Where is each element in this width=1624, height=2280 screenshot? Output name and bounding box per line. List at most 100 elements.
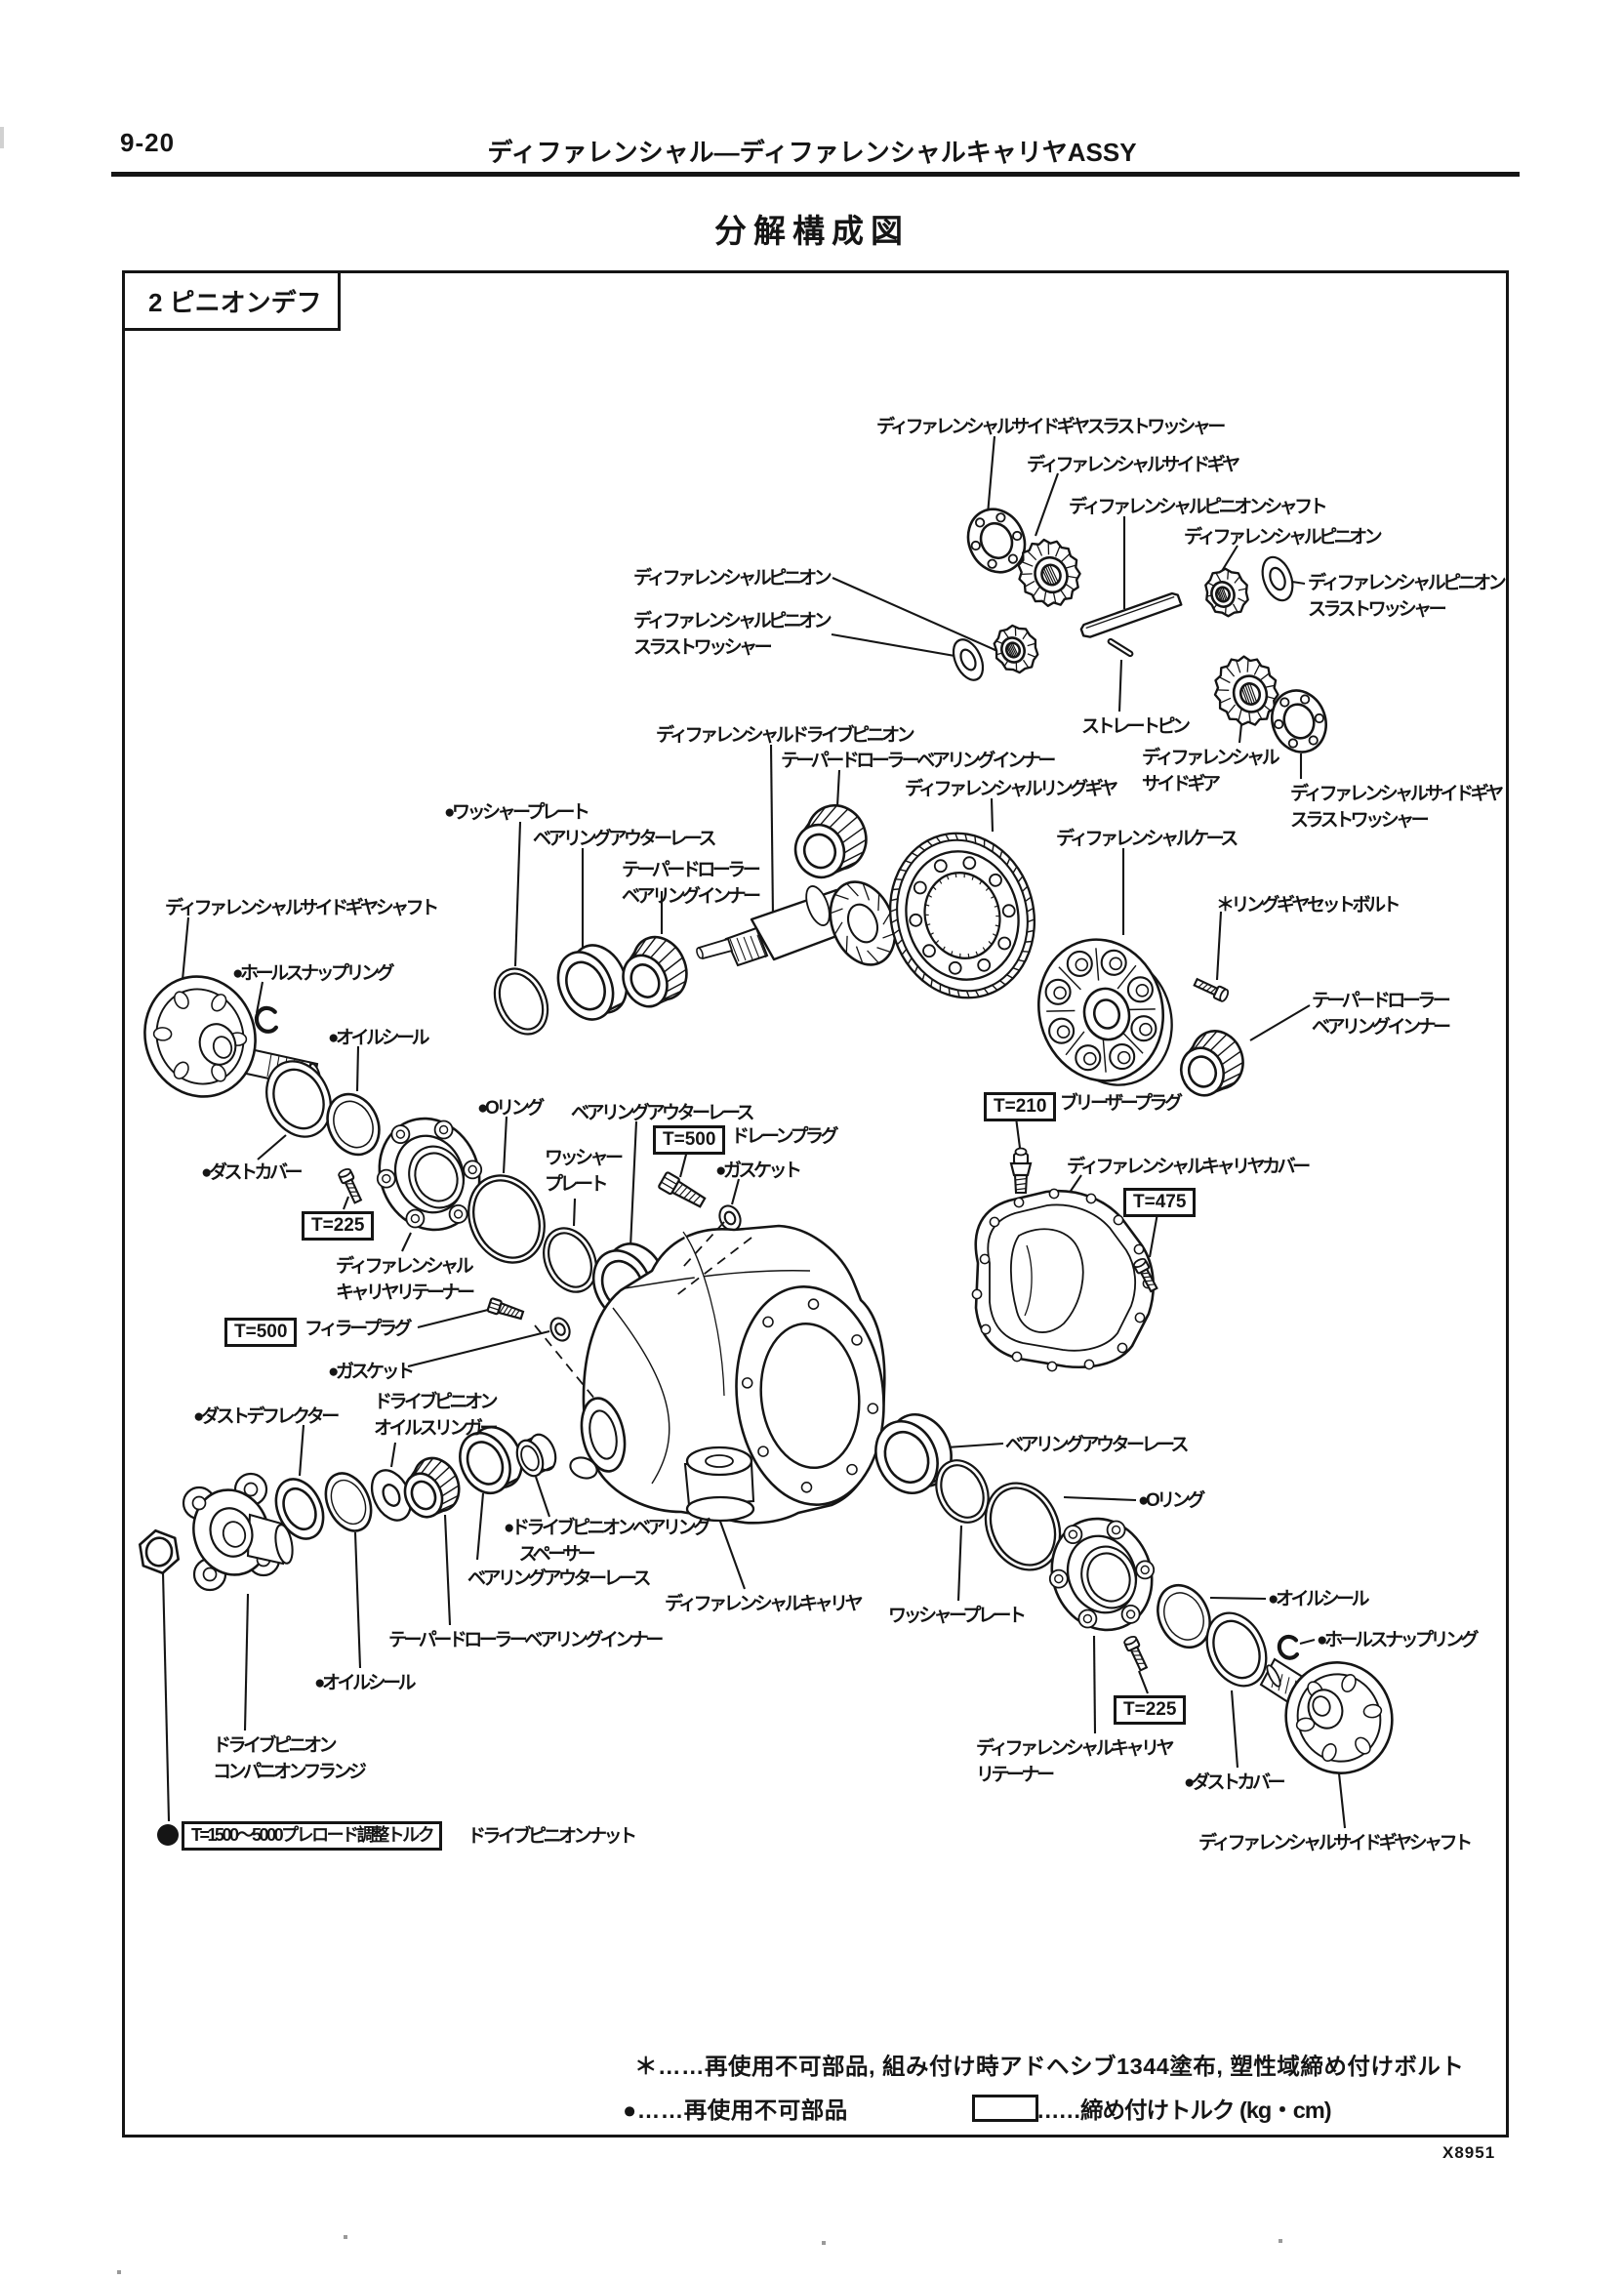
torque-callout: T=500 (224, 1318, 298, 1347)
leader-line (389, 1442, 397, 1468)
part-differential-pinion-left (993, 624, 1039, 674)
part-side-gear-thrust-washer-bottom (1271, 689, 1327, 753)
torque-callout: T=225 (302, 1211, 375, 1241)
part-label: ●ホールスナップリング (1317, 1630, 1479, 1650)
header-rule (111, 172, 1520, 177)
leader-line (343, 1196, 349, 1210)
page-number: 9-20 (120, 128, 176, 157)
part-taper-bearing-pinion-rear (793, 804, 868, 879)
scan-artifact (0, 127, 4, 148)
leader-line (1117, 659, 1123, 712)
part-label: ディファレンシャルキャリヤ (665, 1594, 864, 1614)
part-label: ドライブピニオン コンパニオンフランジ (213, 1735, 367, 1782)
part-label: ●ガスケット (715, 1160, 802, 1181)
leader-line (832, 577, 998, 652)
leader-line (417, 1308, 489, 1329)
part-differential-pinion-right (1204, 567, 1249, 618)
part-differential-side-gear-shaft-left (143, 975, 322, 1098)
part-label: ●Oリング (477, 1098, 545, 1119)
leader-line (353, 1531, 362, 1669)
scan-artifact (1279, 2239, 1282, 2243)
leader-line (835, 769, 841, 807)
part-label: ベアリングアウターレース (1005, 1435, 1190, 1455)
part-differential-carrier-cover (971, 1188, 1155, 1372)
part-taper-bearing-case (1179, 1030, 1244, 1097)
part-label: ディファレンシャルケース (1056, 829, 1238, 849)
plug-shape (486, 1297, 525, 1321)
part-label: ●ガスケット (328, 1362, 415, 1382)
part-label: ●ホールスナップリング (232, 963, 394, 984)
part-label: ディファレンシャルキャリヤ リテーナー (976, 1738, 1175, 1785)
leader-line (1148, 1212, 1159, 1258)
leader-line (255, 981, 264, 1014)
leader-line (161, 1571, 171, 1822)
torque-callout: T=1500～5000プレロード調整トルク (182, 1821, 443, 1851)
part-label: フィラープラグ (304, 1319, 412, 1339)
leader-line (1035, 472, 1059, 537)
figure-code: X8951 (1442, 2143, 1496, 2162)
non-reusable-dot (157, 1824, 179, 1846)
leader-line (502, 1116, 508, 1174)
part-breather-plug-shape (1009, 1147, 1033, 1195)
leader-line (1063, 1495, 1137, 1502)
leader-line (355, 1045, 360, 1092)
part-dust-deflector (274, 1478, 325, 1540)
part-drain-plug (658, 1171, 707, 1208)
leader-line (1230, 1690, 1239, 1769)
part-label: ディファレンシャルリングギヤ (905, 779, 1118, 799)
part-label: ●オイルシール (328, 1028, 429, 1048)
bolt-shape (1193, 977, 1230, 1002)
part-label: ディファレンシャルサイドギヤ スラストワッシャー (1290, 784, 1504, 831)
part-label: ワッシャープレート (888, 1606, 1027, 1626)
part-label: ドライブピニオン オイルスリンガー (374, 1392, 499, 1439)
part-label: ベアリングアウターレース (571, 1103, 755, 1123)
part-label: ディファレンシャルドライブピニオン (656, 725, 915, 746)
part-label: ベアリングアウターレース (467, 1568, 652, 1589)
leader-line (956, 1525, 963, 1602)
leader-line (1221, 545, 1238, 572)
leader-line (513, 821, 522, 967)
part-differential-carrier-retainer-right (1048, 1517, 1156, 1632)
leader-line (407, 1329, 550, 1368)
part-label: ブリーザープラグ (1060, 1093, 1183, 1114)
leader-line (1299, 1638, 1316, 1646)
leader-lines (161, 435, 1347, 1829)
part-washer-plate-3 (935, 1459, 990, 1524)
legend-asterisk-note: ＊……再使用不可部品, 組み付け時アドヘシブ1344塗布, 塑性域締め付けボルト (634, 2054, 1465, 2079)
assembly-dashed-lines (534, 1221, 752, 1401)
leader-line (475, 1492, 485, 1561)
part-label: ●ダストカバー (1184, 1772, 1285, 1793)
part-retainer-bolt-left (338, 1167, 363, 1204)
leader-line (1138, 1670, 1149, 1694)
leader-line (1291, 580, 1306, 586)
part-label: ストレートピン (1081, 716, 1191, 737)
leader-line (401, 1232, 412, 1252)
part-label: ディファレンシャル サイドギア (1142, 748, 1280, 794)
bolt-shape (338, 1167, 363, 1204)
part-label: ディファレンシャルサイドギヤスラストワッシャー (876, 417, 1226, 437)
part-label: ディファレンシャルピニオン スラストワッシャー (1308, 573, 1507, 620)
scan-artifact (822, 2241, 826, 2245)
part-gasket-2 (549, 1317, 571, 1342)
leader-line (243, 1593, 250, 1731)
leader-line (572, 1198, 577, 1227)
part-oil-seal-front (324, 1472, 373, 1532)
leader-line (986, 435, 996, 515)
part-label: ●ワッシャープレート (444, 802, 590, 823)
bolt-shape (1123, 1635, 1149, 1672)
part-label: ディファレンシャルサイドギヤシャフト (1198, 1833, 1473, 1853)
part-differential-case (1036, 938, 1173, 1086)
part-washer-plate-2 (543, 1227, 597, 1293)
part-label: ●Oリング (1138, 1490, 1205, 1511)
leader-line (257, 1134, 287, 1160)
part-differential-side-gear-bottom (1213, 655, 1279, 726)
part-label: ディファレンシャル キャリヤリテーナー (336, 1256, 475, 1303)
part-label: ドレーンプラグ (731, 1126, 838, 1147)
leader-line (535, 1476, 550, 1518)
leader-line (1249, 1004, 1311, 1041)
document-header: ディファレンシャル―ディファレンシャルキャリヤASSY (487, 138, 1137, 167)
leader-line (298, 1424, 305, 1477)
leader-line (769, 744, 775, 918)
part-label: ディファレンシャルピニオン (1184, 527, 1383, 548)
